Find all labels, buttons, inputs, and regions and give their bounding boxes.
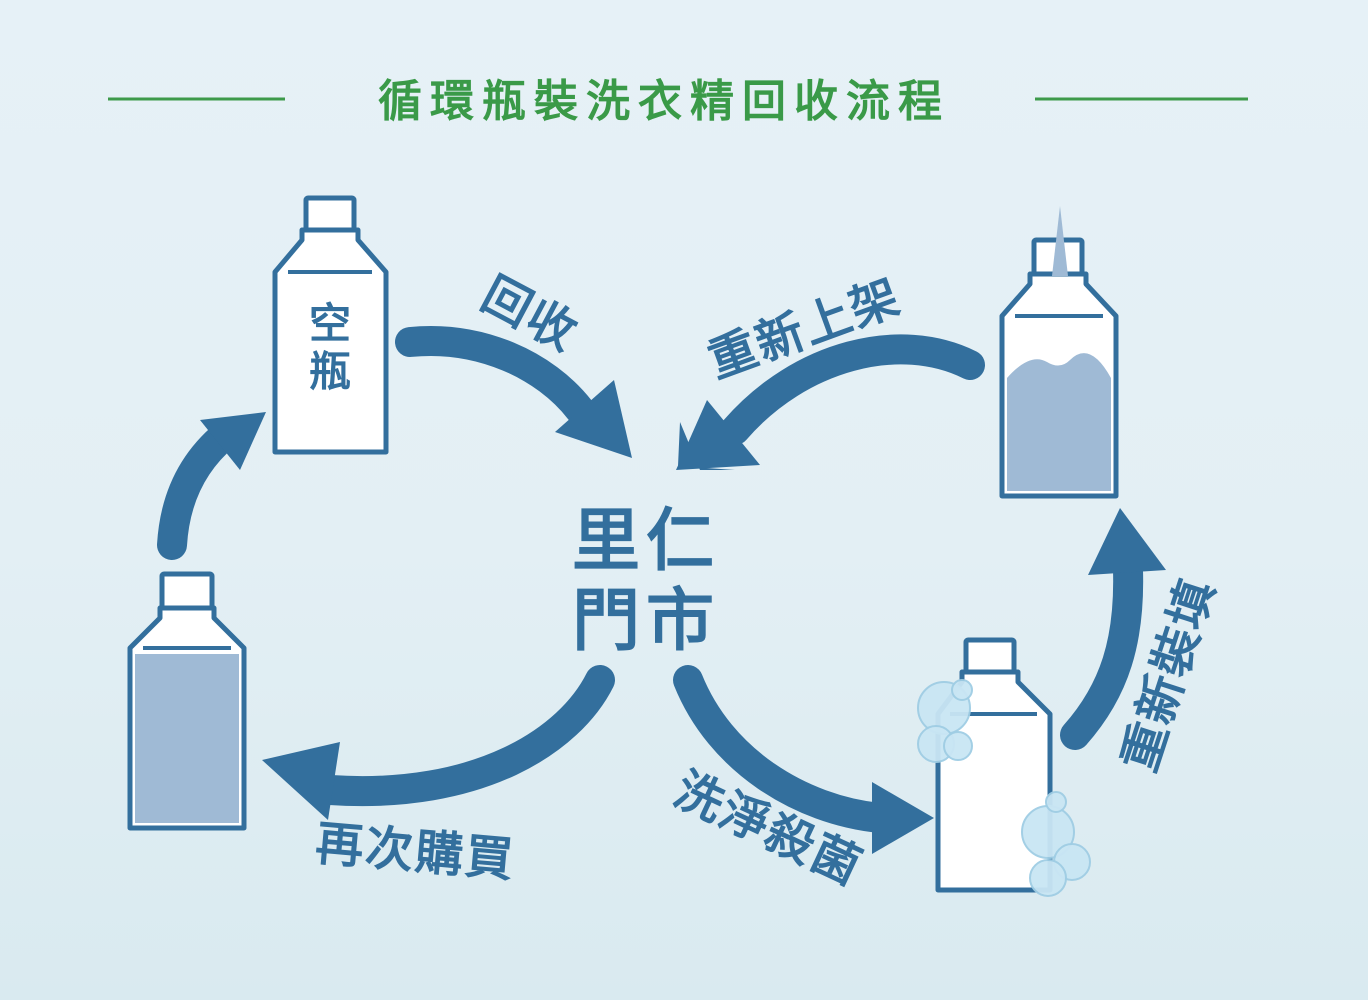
arrow-refill bbox=[1060, 508, 1166, 750]
center-label-line1: 里仁 bbox=[572, 502, 720, 581]
washing-bottle-icon bbox=[917, 637, 1091, 897]
center-label-line2: 門市 bbox=[572, 582, 720, 661]
center-store: 里仁 門市 bbox=[572, 502, 720, 661]
sealed-bottle-icon bbox=[999, 206, 1119, 499]
page-title: 循環瓶裝洗衣精回收流程 bbox=[378, 76, 950, 127]
arrow-rebuy bbox=[262, 665, 615, 820]
arrow-recycle bbox=[395, 326, 632, 458]
arrow-restock bbox=[676, 334, 985, 470]
filled-bottle-icon bbox=[127, 571, 247, 831]
arrow-clean bbox=[673, 665, 934, 854]
step-rebuy-label: 再次購買 bbox=[313, 815, 517, 888]
arrow-return bbox=[157, 412, 266, 560]
empty-bottle-icon: 空 瓶 bbox=[272, 195, 389, 455]
bottle-label-line2: 瓶 bbox=[309, 347, 351, 396]
bottle-label-line1: 空 bbox=[309, 299, 351, 348]
